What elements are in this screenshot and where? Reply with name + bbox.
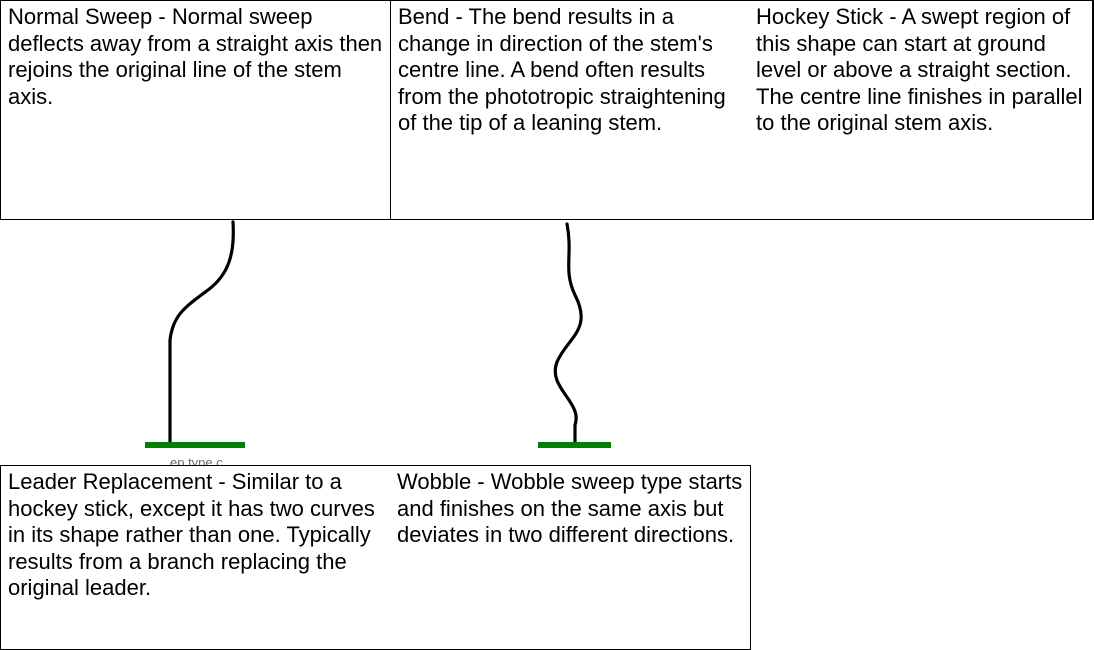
ground-line (538, 442, 611, 448)
wobble-cell: Wobble - Wobble sweep type starts and fi… (390, 465, 751, 650)
stem-line (553, 222, 583, 447)
bend-cell: Bend - The bend results in a change in d… (390, 0, 751, 220)
wobble-text: Wobble - Wobble sweep type starts and fi… (397, 469, 743, 547)
ground-line (145, 442, 245, 448)
leader-replacement-cell: Leader Replacement - Similar to a hockey… (0, 465, 392, 650)
leader-replacement-text: Leader Replacement - Similar to a hockey… (8, 469, 375, 600)
cropped-caption-fragment: ep type c (170, 455, 223, 465)
hockey-stick-cell: Hockey Stick - A swept region of this sh… (749, 0, 1094, 220)
stem-line (168, 220, 235, 447)
hockey-stick-stem-drawing (140, 220, 250, 465)
normal-sweep-cell: Normal Sweep - Normal sweep deflects awa… (0, 0, 392, 220)
bend-text: Bend - The bend results in a change in d… (398, 4, 726, 135)
normal-sweep-text: Normal Sweep - Normal sweep deflects awa… (8, 4, 383, 109)
wobble-stem-drawing (505, 220, 640, 465)
hockey-stick-text: Hockey Stick - A swept region of this sh… (756, 4, 1083, 135)
